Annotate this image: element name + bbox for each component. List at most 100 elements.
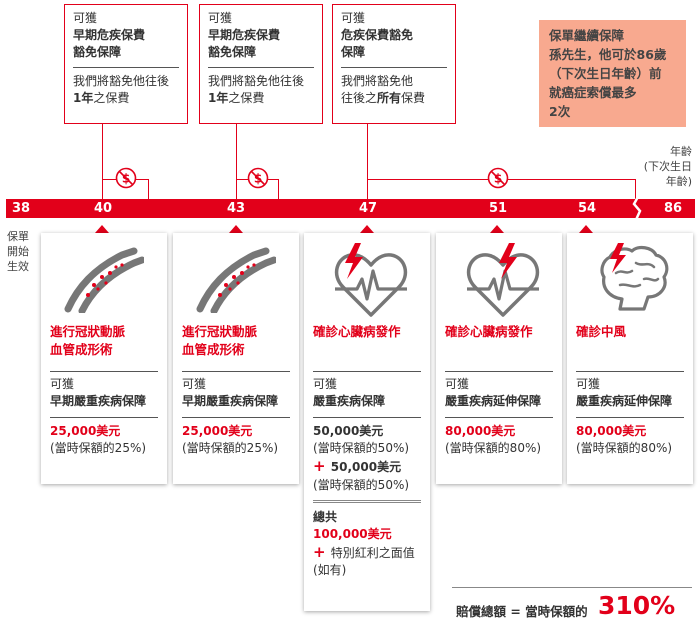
pointer-54 — [579, 225, 593, 233]
age-47: 47 — [359, 201, 378, 216]
benefit-amount: 80,000美元 — [445, 424, 516, 438]
pointer-47 — [360, 225, 374, 233]
age-axis-label: 年齡 (下次生日 年齡) — [643, 145, 692, 188]
benefit-label: 可獲 — [50, 377, 75, 391]
divider — [341, 67, 447, 68]
benefit-percent: (當時保額的50%) — [313, 441, 410, 455]
waiver-label: 可獲 — [73, 11, 98, 25]
summary-text: 賠償總額 = 當時保額的 — [456, 604, 588, 619]
waiver-title-2: 豁免保障 — [73, 45, 122, 59]
bonus-note: (如有) — [313, 563, 347, 577]
event-card-age-40: 進行冠狀動脈 血管成形術 可獲 早期嚴重疾病保障 25,000美元 (當時保額的… — [41, 233, 167, 484]
pointer-40 — [95, 225, 109, 233]
age-38: 38 — [12, 201, 31, 216]
waiver-box-age-43: 可獲 早期危疾保費 豁免保障 我們將豁免他往後 1年之保費 — [199, 4, 323, 124]
divider — [576, 371, 684, 372]
pic-area — [576, 233, 684, 323]
benefit-name: 嚴重疾病保障 — [313, 394, 386, 408]
age-43: 43 — [227, 201, 246, 216]
benefit-name: 早期嚴重疾病保障 — [50, 394, 147, 408]
artery-icon — [64, 247, 144, 313]
waiver-title: 危疾保費豁免 — [341, 28, 414, 42]
plus-icon: + — [313, 543, 331, 561]
event-title: 進行冠狀動脈 血管成形術 — [50, 324, 126, 357]
note-line-2: 孫先生，他可於86歲 — [549, 47, 667, 62]
connector-47-end — [635, 179, 636, 199]
connector-40 — [102, 124, 103, 199]
event-title: 確診心臟病發作 — [313, 324, 401, 339]
waiver-title-2: 保障 — [341, 45, 366, 59]
benefit-label: 可獲 — [445, 377, 470, 391]
bonus-line: + 特別紅利之面值 — [313, 543, 415, 561]
note-line-5: 2次 — [549, 104, 571, 119]
event-card-age-51: 確診心臟病發作 可獲 嚴重疾病延伸保障 80,000美元 (當時保額的80%) — [436, 233, 562, 484]
total-label: 總共 — [313, 510, 338, 524]
connector-43 — [236, 124, 237, 199]
divider — [452, 587, 692, 588]
divider — [313, 417, 421, 418]
waiver-desc-2: 1年之保費 — [208, 91, 265, 105]
pic-area — [445, 233, 553, 323]
benefit-label: 可獲 — [576, 377, 601, 391]
waiver-title-2: 豁免保障 — [208, 45, 257, 59]
waiver-desc: 我們將豁免他往後 — [208, 74, 305, 88]
event-card-age-54: 確診中風 可獲 嚴重疾病延伸保障 80,000美元 (當時保額的80%) — [567, 233, 693, 484]
age-51: 51 — [489, 201, 508, 216]
connector-40-end — [148, 179, 149, 199]
pic-area — [182, 233, 290, 323]
brain-icon — [600, 243, 669, 311]
pointer-51 — [490, 225, 504, 233]
benefit-amount: 50,000美元 — [313, 424, 384, 438]
note-line-3: （下次生日年齡）前 — [549, 66, 662, 81]
event-title: 進行冠狀動脈 血管成形術 — [182, 324, 258, 357]
waiver-title: 早期危疾保費 — [208, 28, 281, 42]
waiver-title: 早期危疾保費 — [73, 28, 146, 42]
divider — [445, 371, 553, 372]
event-title: 確診中風 — [576, 324, 627, 339]
heart-attack-icon — [466, 243, 540, 317]
extra-benefit: + 50,000美元 — [313, 457, 402, 475]
waiver-desc-2: 往後之所有保費 — [341, 91, 426, 105]
divider — [208, 67, 314, 68]
divider — [313, 371, 421, 372]
divider — [182, 371, 290, 372]
pic-area — [313, 233, 421, 323]
timeline-break-icon — [632, 195, 642, 222]
plus-icon: + — [313, 457, 331, 475]
age-86: 86 — [664, 201, 683, 216]
waiver-desc-2: 1年之保費 — [73, 91, 130, 105]
benefit-percent: (當時保額的80%) — [445, 441, 542, 455]
extra-benefit-percent: (當時保額的50%) — [313, 478, 410, 492]
divider — [182, 417, 290, 418]
benefit-name: 早期嚴重疾病保障 — [182, 394, 279, 408]
policy-start-label: 保單 開始 生效 — [7, 230, 29, 273]
waiver-label: 可獲 — [208, 11, 233, 25]
pointer-43 — [229, 225, 243, 233]
artery-icon — [196, 247, 276, 313]
benefit-name: 嚴重疾病延伸保障 — [445, 394, 542, 408]
event-card-age-47: 確診心臟病發作 可獲 嚴重疾病保障 50,000美元 (當時保額的50%) + … — [304, 233, 430, 611]
waiver-desc: 我們將豁免他往後 — [73, 74, 170, 88]
benefit-percent: (當時保額的80%) — [576, 441, 673, 455]
benefit-amount: 80,000美元 — [576, 424, 647, 438]
divider — [576, 417, 684, 418]
event-card-age-43: 進行冠狀動脈 血管成形術 可獲 早期嚴重疾病保障 25,000美元 (當時保額的… — [173, 233, 299, 484]
benefit-label: 可獲 — [313, 377, 338, 391]
age-timeline — [6, 199, 695, 218]
no-premium-icon: $ — [115, 167, 137, 189]
waiver-desc: 我們將豁免他 — [341, 74, 414, 88]
note-line-4: 就癌症索償最多 — [549, 85, 637, 100]
benefit-percent: (當時保額的25%) — [50, 441, 147, 455]
divider — [73, 67, 179, 68]
age-40: 40 — [94, 201, 113, 216]
benefit-name: 嚴重疾病延伸保障 — [576, 394, 673, 408]
benefit-amount: 25,000美元 — [182, 424, 253, 438]
waiver-label: 可獲 — [341, 11, 366, 25]
connector-43-end — [278, 179, 279, 199]
total-summary: 賠償總額 = 當時保額的 310% — [452, 587, 692, 627]
continued-coverage-note: 保單繼續保障 孫先生，他可於86歲 （下次生日年齡）前 就癌症索償最多 2次 — [539, 20, 686, 127]
divider — [445, 417, 553, 418]
no-premium-icon: $ — [247, 167, 269, 189]
waiver-box-age-40: 可獲 早期危疾保費 豁免保障 我們將豁免他往後 1年之保費 — [64, 4, 188, 124]
waiver-box-age-47: 可獲 危疾保費豁免 保障 我們將豁免他 往後之所有保費 — [332, 4, 456, 124]
